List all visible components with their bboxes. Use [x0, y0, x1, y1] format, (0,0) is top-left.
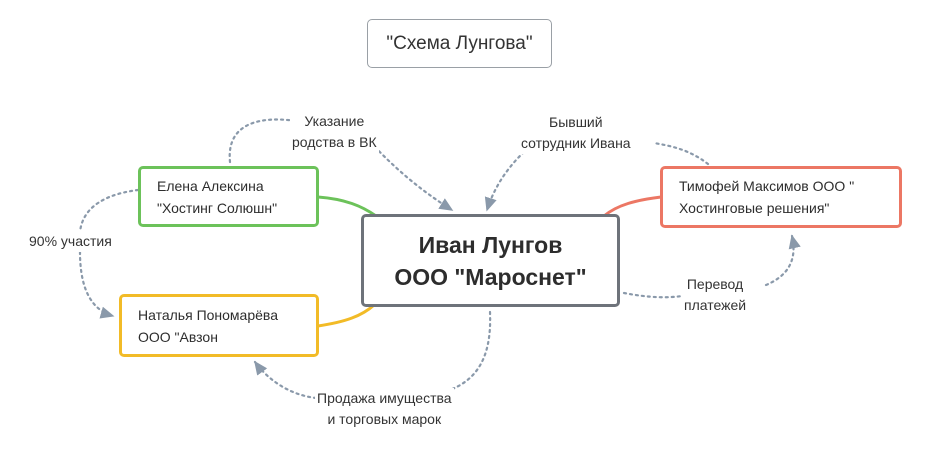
relation-label-vk-line1: Указание: [304, 113, 365, 129]
topic-natalya-line1: Наталья Пономарёва: [138, 306, 278, 323]
topic-timofey-line1: Тимофей Максимов ООО ": [679, 178, 855, 194]
topic-elena-line2: "Хостинг Солюшн": [157, 199, 278, 216]
relation-sale-line: [255, 310, 492, 400]
branch-green: [317, 195, 377, 218]
topic-elena-line1: Елена Алексина: [157, 177, 264, 194]
relation-label-payments-line2: платежей: [684, 297, 747, 313]
relation-label-sale[interactable]: Продажа имущества и торговых марок: [315, 388, 454, 430]
relation-label-vk-line2: родства в ВК: [292, 134, 377, 150]
relation-label-former[interactable]: Бывший сотрудник Ивана: [519, 112, 633, 154]
central-topic[interactable]: Иван Лунгов ООО "Мароснет": [361, 214, 620, 307]
relation-label-sale-line1: Продажа имущества: [317, 390, 452, 406]
relation-label-former-line2: сотрудник Ивана: [521, 135, 631, 151]
topic-timofey-line2: Хостинговые решения": [679, 200, 830, 216]
relation-label-share-line1: 90% участия: [29, 233, 112, 249]
branch-yellow: [317, 303, 376, 328]
relation-label-share[interactable]: 90% участия: [27, 231, 114, 252]
relation-label-payments-line1: Перевод: [686, 276, 744, 292]
relation-label-former-line1: Бывший: [549, 114, 603, 130]
central-topic-line2: ООО "Мароснет": [394, 263, 587, 290]
relation-vk-line: [228, 118, 452, 210]
topic-elena[interactable]: Елена Алексина "Хостинг Солюшн": [138, 166, 319, 227]
relation-label-payments[interactable]: Перевод платежей: [682, 274, 749, 316]
diagram-title-text: "Схема Лунгова": [386, 32, 533, 54]
central-topic-line1: Иван Лунгов: [418, 231, 563, 258]
relation-share-line: [78, 188, 140, 316]
topic-natalya[interactable]: Наталья Пономарёва ООО "Авзон: [119, 294, 319, 357]
relation-label-sale-line2: и торговых марок: [327, 411, 442, 427]
branch-red: [603, 195, 662, 218]
relation-payments-line: [622, 236, 794, 299]
topic-timofey[interactable]: Тимофей Максимов ООО " Хостинговые решен…: [660, 166, 902, 228]
relation-label-vk[interactable]: Указание родства в ВК: [290, 111, 379, 153]
diagram-title[interactable]: "Схема Лунгова": [367, 19, 552, 68]
topic-natalya-line2: ООО "Авзон: [138, 328, 218, 345]
